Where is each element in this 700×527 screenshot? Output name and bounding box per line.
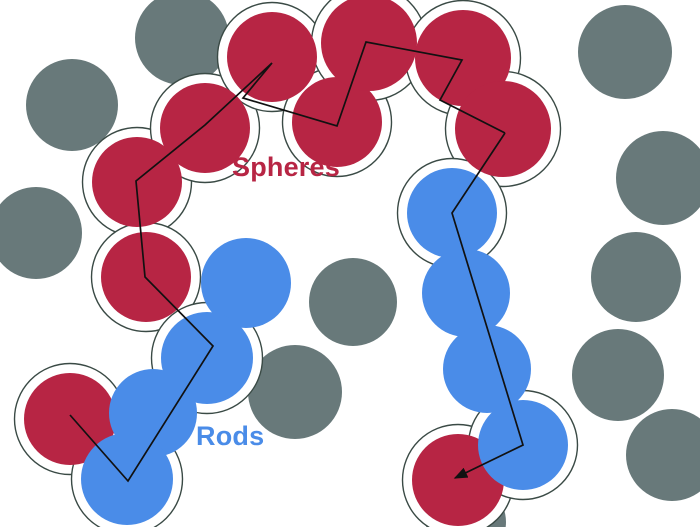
inert-particle	[626, 409, 700, 501]
rod-particle	[161, 312, 253, 404]
rod-particle	[422, 249, 510, 337]
inert-particle	[248, 345, 342, 439]
inert-particle	[26, 59, 118, 151]
rods-label: Rods	[196, 421, 264, 451]
percolation-paths	[69, 41, 525, 483]
sphere-particle	[160, 83, 250, 173]
rod-particle	[201, 238, 291, 328]
inert-particle	[616, 131, 700, 225]
inert-particle	[309, 258, 397, 346]
sphere-particle	[455, 81, 551, 177]
left-percolation-path	[69, 41, 506, 483]
sphere-particle	[292, 77, 382, 167]
right-percolation-path	[451, 132, 525, 479]
sphere-particle	[415, 10, 511, 106]
inert-particle	[0, 187, 82, 279]
sphere-particle	[321, 0, 417, 91]
inert-particle	[135, 0, 229, 85]
inert-particle	[572, 329, 664, 421]
sphere-particle	[227, 12, 317, 102]
inert-particle	[591, 232, 681, 322]
sphere-particle	[92, 137, 182, 227]
rod-particle	[443, 325, 531, 413]
inert-particle	[578, 5, 672, 99]
spheres-label: Spheres	[232, 152, 340, 182]
